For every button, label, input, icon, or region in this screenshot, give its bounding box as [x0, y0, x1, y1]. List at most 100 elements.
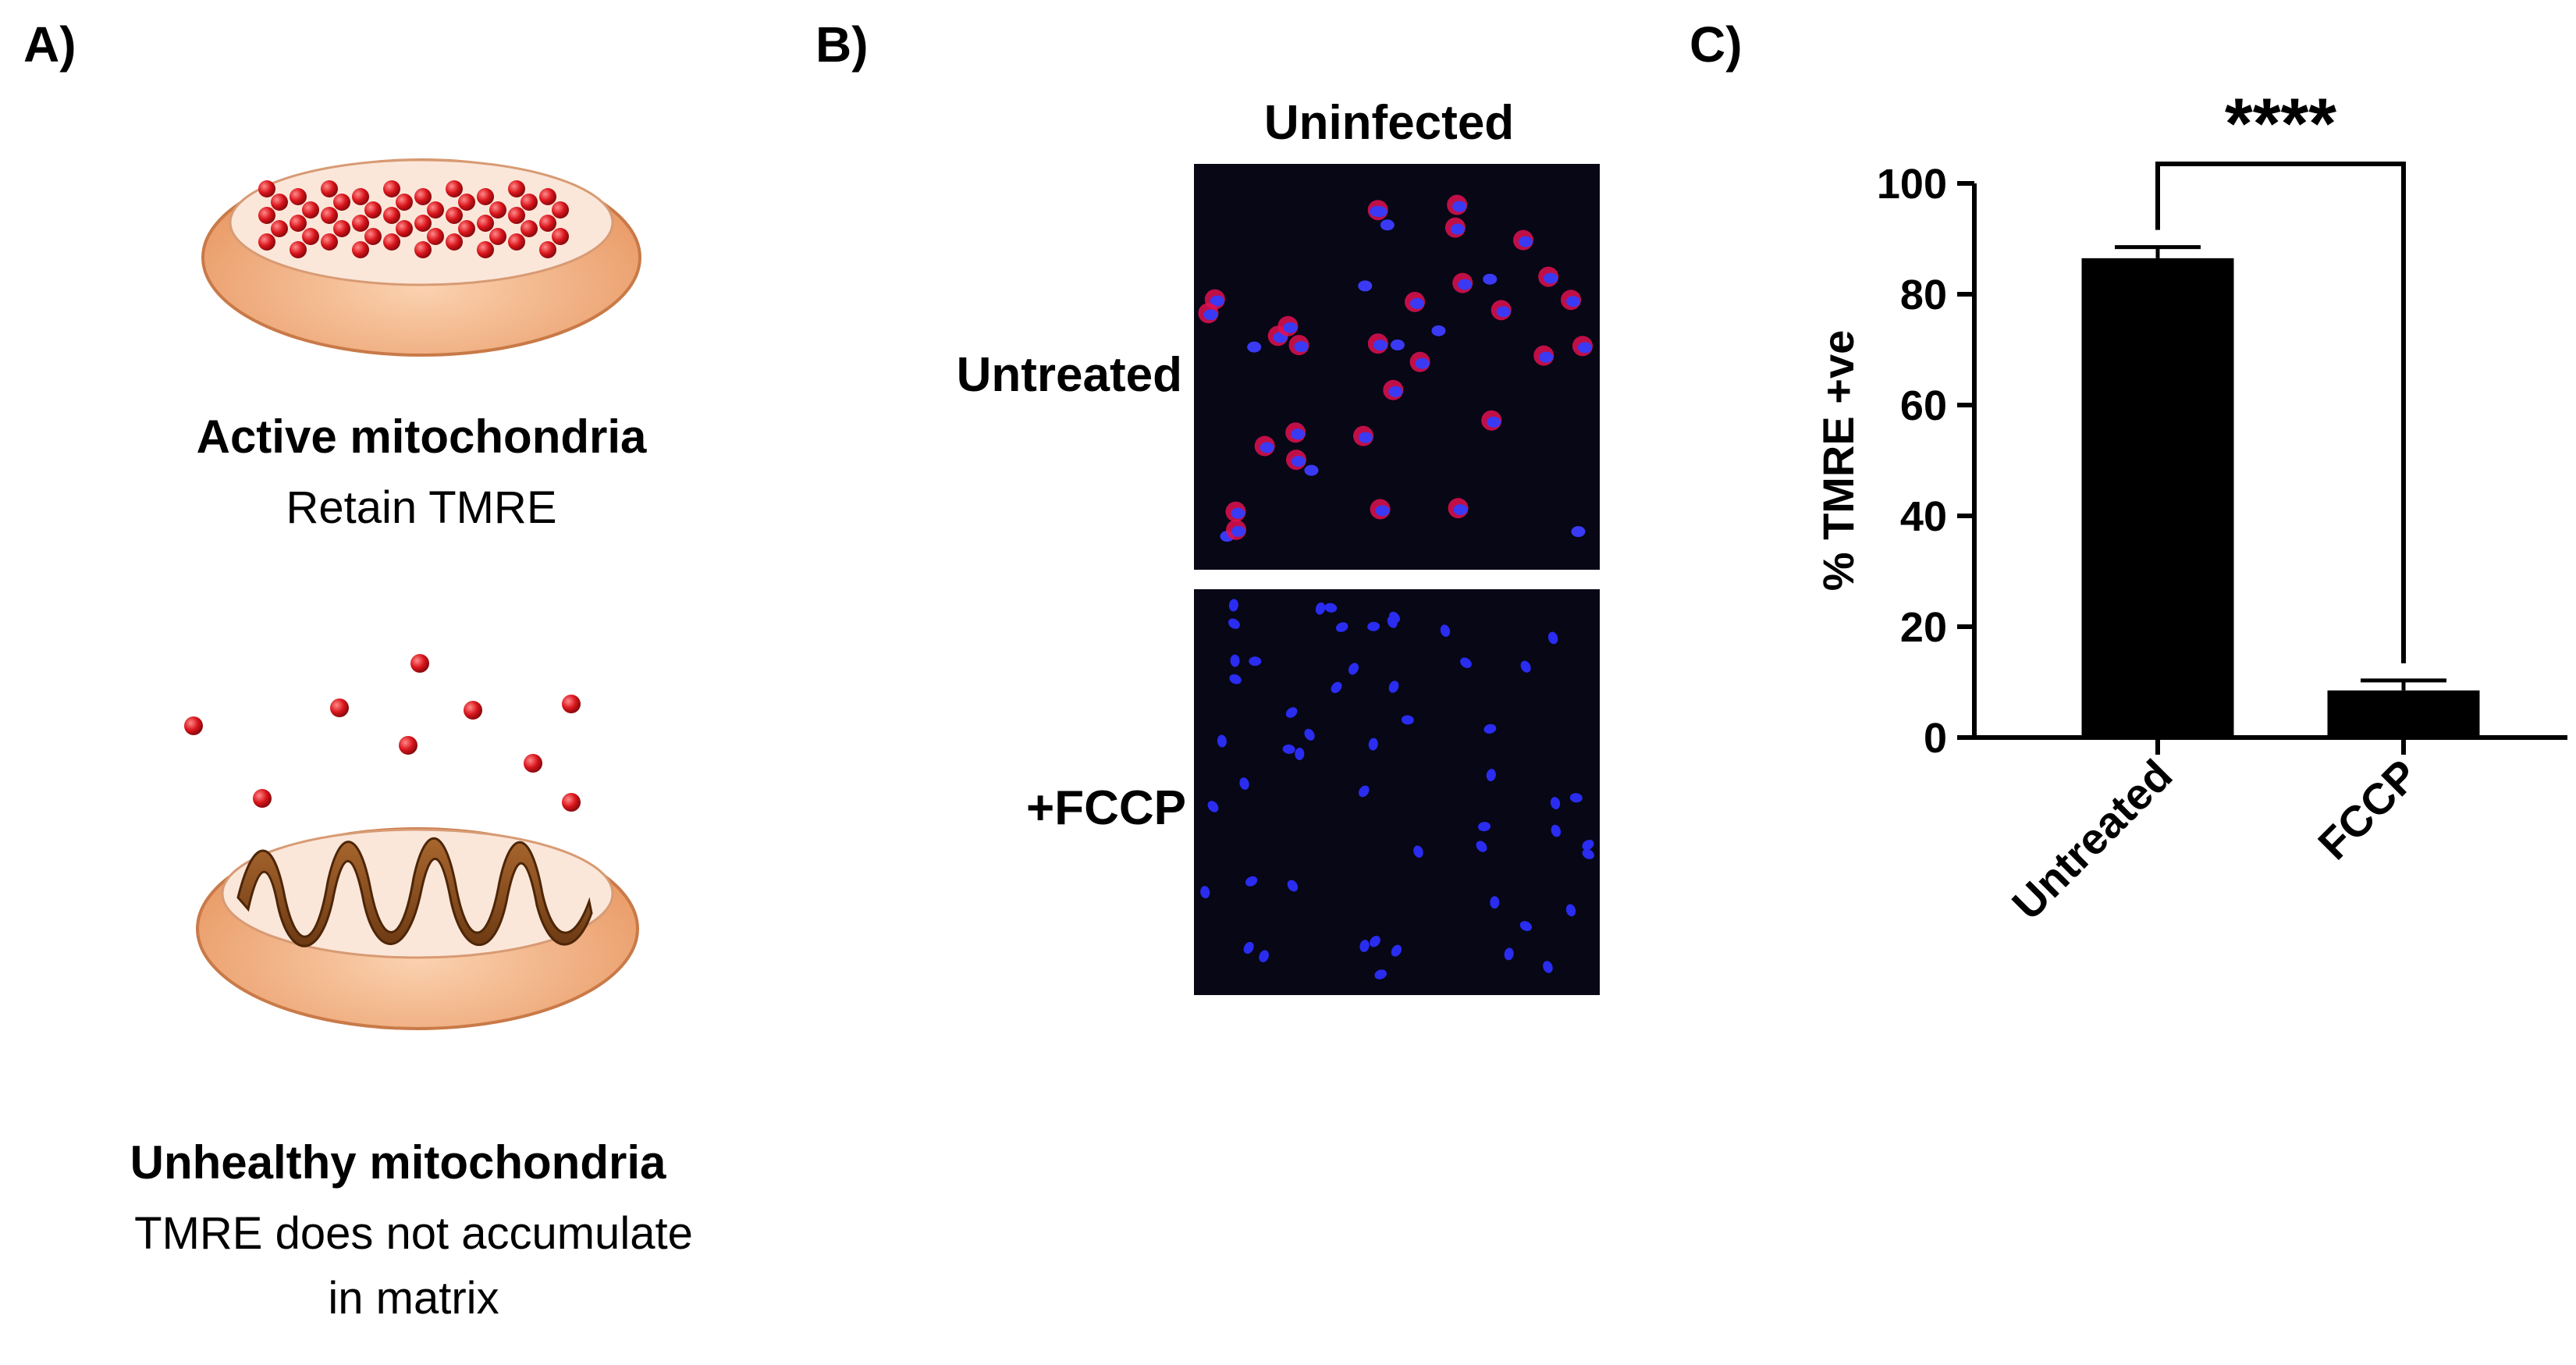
nucleus	[1450, 223, 1465, 235]
nucleus	[1304, 728, 1315, 741]
nucleus	[1217, 734, 1227, 748]
nucleus	[1582, 839, 1594, 851]
nucleus	[1230, 654, 1240, 667]
nucleus	[1282, 744, 1295, 755]
active-mitochondria-title: Active mitochondria	[196, 411, 647, 463]
nucleus	[1287, 880, 1299, 892]
tmre-dot	[539, 188, 556, 205]
nucleus	[1460, 657, 1472, 669]
tmre-dot	[258, 233, 275, 251]
nucleus	[1231, 525, 1246, 537]
tmre-dot	[414, 188, 432, 205]
nucleus	[1359, 785, 1370, 798]
nucleus	[1243, 941, 1254, 954]
nucleus	[1401, 715, 1414, 725]
nucleus	[1245, 876, 1258, 887]
tmre-dot	[446, 180, 463, 197]
tmre-dot	[414, 215, 432, 232]
nucleus	[1483, 723, 1497, 734]
nucleus	[1374, 969, 1387, 979]
tmre-dot	[302, 201, 319, 219]
tmre-dot	[446, 207, 463, 224]
nucleus	[1391, 944, 1402, 957]
nucleus	[1260, 442, 1274, 453]
tmre-dot	[290, 188, 307, 205]
panel-a-label: A)	[23, 16, 76, 73]
unhealthy-cristae	[236, 837, 593, 947]
nucleus	[1210, 295, 1224, 307]
tmre-dot	[458, 220, 475, 237]
tmre-dot	[352, 241, 369, 258]
tmre-dot	[383, 180, 400, 197]
nucleus	[1380, 219, 1395, 231]
tmre-dot	[410, 654, 429, 673]
tmre-dot	[333, 194, 350, 211]
nucleus	[1413, 845, 1423, 858]
tmre-dot	[414, 241, 432, 258]
nucleus	[1295, 748, 1305, 761]
y-tick-label: 40	[1900, 493, 1947, 540]
nucleus	[1483, 273, 1498, 285]
active-mitochondria-description: Retain TMRE	[286, 482, 557, 533]
nucleus	[1440, 624, 1451, 638]
nucleus	[1388, 681, 1399, 693]
nucleus	[1335, 622, 1348, 632]
nucleus	[1571, 526, 1586, 538]
panel-b-label: B)	[815, 16, 869, 73]
y-tick-label: 0	[1924, 715, 1947, 762]
nucleus	[1231, 507, 1245, 519]
tmre-dot	[321, 180, 338, 197]
nucleus	[1476, 841, 1487, 852]
micrograph-fccp	[1194, 589, 1600, 995]
tmre-dot	[302, 228, 319, 245]
nucleus	[1285, 707, 1298, 718]
y-tick-label: 60	[1900, 382, 1947, 429]
nucleus	[1415, 357, 1430, 369]
nucleus	[1358, 280, 1373, 292]
significance-stars: ****	[2225, 84, 2336, 164]
tmre-dot	[524, 754, 542, 773]
tmre-dot	[271, 194, 288, 211]
nucleus	[1249, 656, 1262, 667]
nucleus	[1539, 351, 1554, 363]
tmre-dot	[521, 220, 538, 237]
nucleus	[1582, 848, 1594, 859]
nucleus	[1207, 801, 1219, 812]
nucleus	[1518, 236, 1533, 247]
nucleus	[1283, 322, 1298, 333]
nucleus	[1359, 940, 1370, 952]
nucleus	[1550, 797, 1561, 809]
tmre-dot	[489, 228, 506, 245]
tmre-dot	[521, 194, 538, 211]
tmre-dot	[427, 201, 444, 219]
nucleus	[1565, 904, 1576, 917]
nucleus	[1291, 456, 1306, 467]
nucleus	[1259, 950, 1269, 962]
column-header-uninfected: Uninfected	[1263, 96, 1515, 150]
nucleus	[1203, 309, 1218, 321]
nucleus	[1324, 603, 1338, 613]
tmre-dot	[396, 220, 413, 237]
significance-bracket	[2155, 162, 2406, 663]
unhealthy-mitochondria-description-line1: TMRE does not accumulate	[134, 1208, 693, 1259]
row-label-untreated: Untreated	[956, 348, 1182, 402]
nucleus	[1291, 428, 1306, 440]
panel-c-label: C)	[1690, 16, 1743, 73]
nucleus	[1359, 432, 1373, 443]
tmre-dot	[383, 207, 400, 224]
nucleus	[1477, 822, 1491, 832]
nucleus	[1453, 504, 1468, 516]
tmre-dot	[399, 736, 417, 755]
nucleus	[1452, 201, 1467, 212]
nucleus	[1577, 342, 1592, 354]
nucleus	[1247, 341, 1262, 353]
nucleus	[1200, 886, 1210, 899]
active-mitochondrion-illustration	[201, 158, 641, 357]
unhealthy-mitochondria-title: Unhealthy mitochondria	[130, 1136, 666, 1189]
nucleus	[1373, 339, 1387, 351]
nucleus	[1367, 621, 1380, 631]
micrograph-untreated	[1194, 164, 1600, 570]
nucleus	[1304, 464, 1319, 476]
tmre-dot	[477, 188, 494, 205]
tmre-dot	[508, 207, 525, 224]
